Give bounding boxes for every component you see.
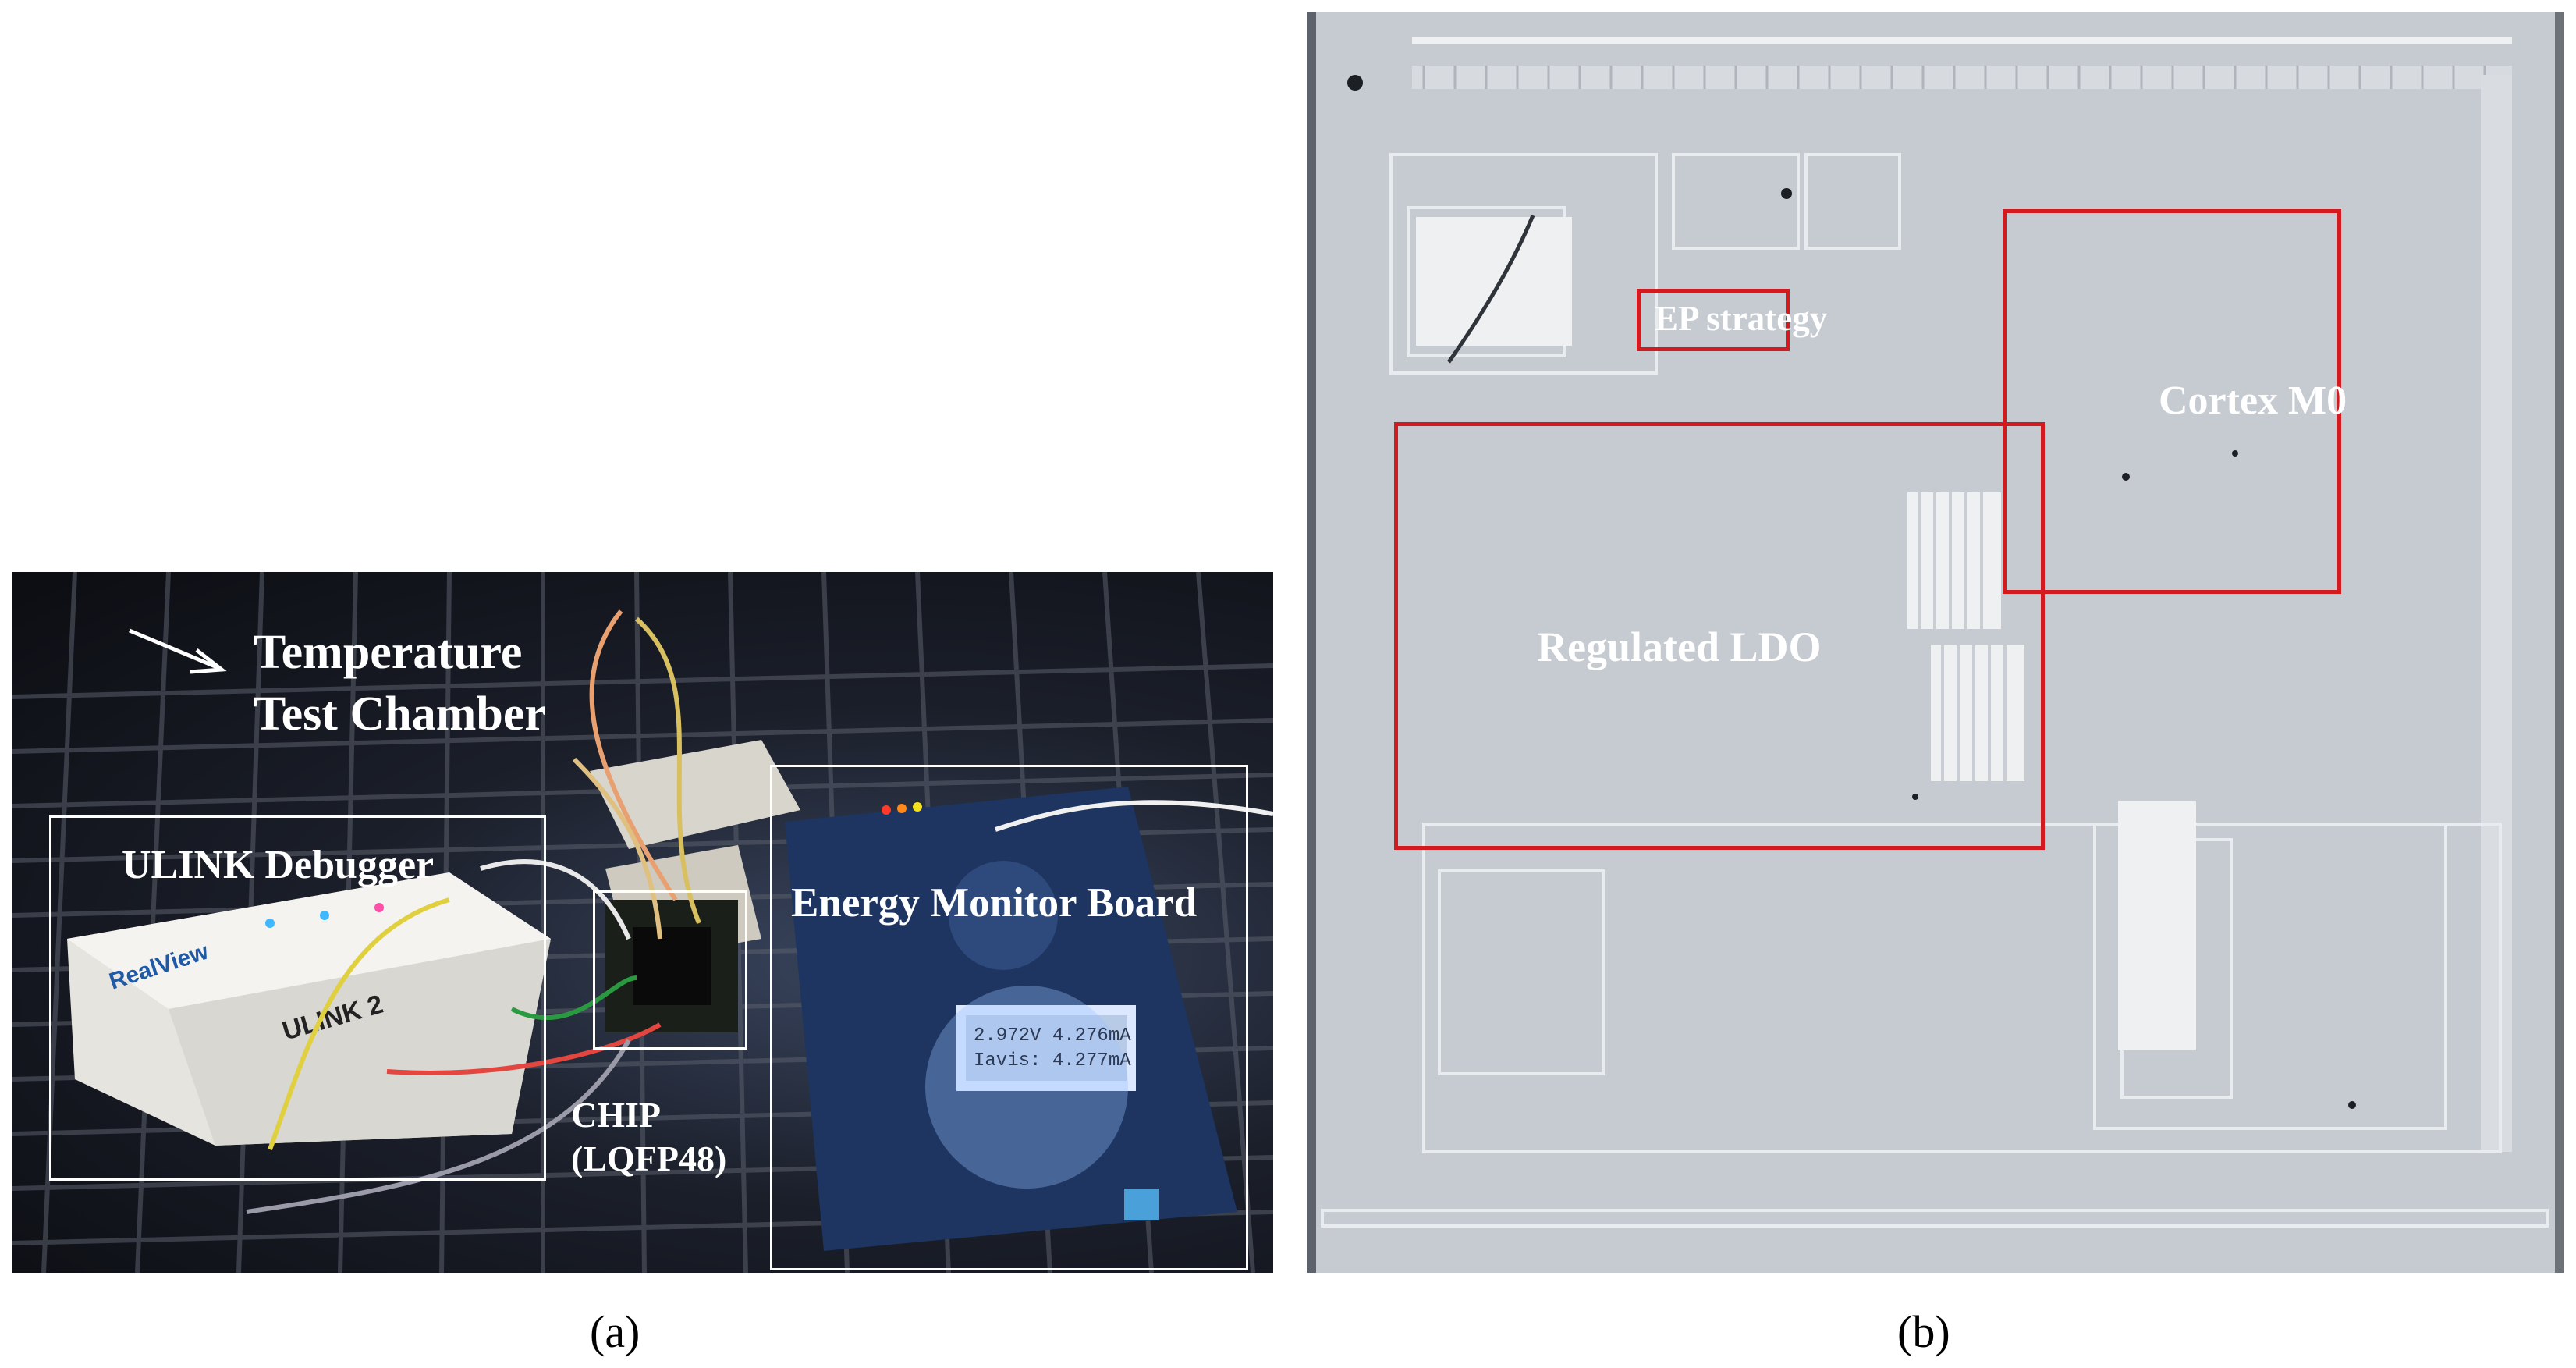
- chip-box: [593, 890, 747, 1050]
- ep-strategy-label: EP strategy: [1655, 299, 1828, 338]
- chamber-arrow: [129, 628, 227, 674]
- caption-b: (b): [1897, 1306, 1950, 1357]
- debugger-label: ULINK Debugger: [122, 843, 435, 887]
- die-layout: [1307, 12, 2564, 1273]
- jumper-wires: [246, 609, 1273, 1214]
- test-setup-photo: RealView ULINK 2 2.972V 4.276mA Iavis: 4…: [12, 572, 1273, 1273]
- regulated-ldo-label: Regulated LDO: [1537, 624, 1822, 670]
- chip-label: CHIP (LQFP48): [571, 1095, 727, 1179]
- cortex-m0-label: Cortex M0: [2159, 378, 2347, 423]
- right-pad-column: [2481, 75, 2512, 1152]
- die-micrograph: EP strategy Cortex M0 Regulated LDO: [1307, 12, 2564, 1273]
- top-pad-ticks: [1422, 66, 2486, 89]
- board-box: [770, 765, 1248, 1270]
- chip-package: [633, 927, 711, 1005]
- energy-monitor-board-pcb: [785, 787, 1237, 1251]
- ldo-striped-blocks: [1907, 492, 2196, 1050]
- ep-strategy-box: [1637, 289, 1790, 351]
- analog-block: [1416, 217, 1572, 346]
- board-label: Energy Monitor Board: [791, 880, 1198, 926]
- ldo-stripes: [1918, 492, 2007, 781]
- lcd-line-2: Iavis: 4.277mA: [974, 1050, 1131, 1071]
- cortex-m0-box: [2003, 209, 2341, 594]
- setup-scene: RealView ULINK 2 2.972V 4.276mA Iavis: 4…: [12, 572, 1273, 1273]
- debugger-box: [49, 815, 546, 1181]
- lcd-line-1: 2.972V 4.276mA: [974, 1025, 1131, 1046]
- chamber-label: Temperature Test Chamber: [254, 626, 546, 741]
- die-defects: [1347, 75, 2356, 1109]
- caption-a: (a): [590, 1306, 640, 1357]
- regulated-ldo-box: [1394, 422, 2045, 850]
